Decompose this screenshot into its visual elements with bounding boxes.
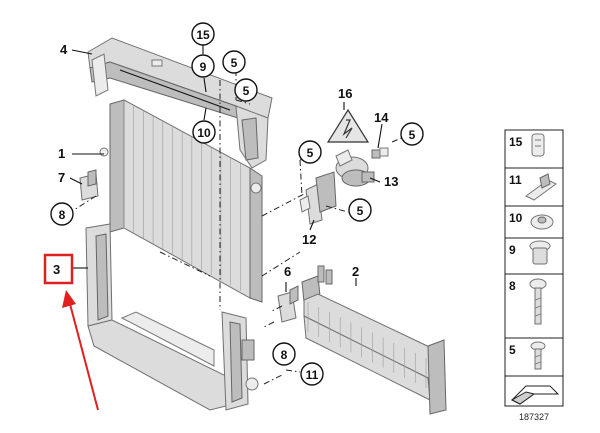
callout-circle-8a (50, 202, 74, 226)
hardware-legend: 15 11 10 9 8 (504, 129, 564, 422)
callout-5a: 5 (231, 56, 238, 70)
direction-arrow-icon (510, 385, 560, 405)
rubber-mount-icon (530, 214, 554, 230)
holder-part-12 (299, 171, 337, 225)
callout-14: 14 (374, 110, 389, 125)
callout-5e: 5 (357, 204, 364, 218)
callout-9: 9 (200, 60, 207, 74)
legend-label-15: 15 (509, 135, 523, 149)
callout-circle-5a (222, 50, 246, 74)
callout-1: 1 (58, 146, 65, 161)
screw-icon (530, 341, 546, 370)
callout-labels: 4 1 7 6 2 16 14 13 12 15 9 5 5 10 8 5 5 … (50, 22, 424, 386)
warning-label-part-16 (326, 108, 370, 143)
callout-5b: 5 (243, 84, 250, 98)
callout-16: 16 (338, 86, 352, 101)
grommet-icon (529, 240, 551, 265)
callout-13: 13 (384, 174, 398, 189)
spring-clip-icon (525, 173, 557, 201)
callout-8a: 8 (59, 208, 66, 222)
bolt-icon (529, 278, 547, 325)
legend-label-10: 10 (509, 211, 523, 225)
callout-7: 7 (58, 170, 65, 185)
callout-6: 6 (284, 264, 291, 279)
legend-label-8: 8 (509, 279, 516, 293)
legend-label-5: 5 (509, 343, 516, 357)
callout-circle-10 (192, 120, 216, 144)
callout-circle-5b (234, 78, 258, 102)
bracket-part-7 (79, 169, 99, 201)
legend-label-11: 11 (509, 173, 522, 187)
pump-part-13 (335, 149, 375, 187)
callout-11: 11 (306, 368, 319, 382)
legend-cell-8 (504, 273, 564, 339)
callout-15: 15 (196, 28, 210, 42)
bracket-part-6 (277, 285, 299, 323)
callout-circle-5c (298, 140, 322, 164)
callout-3: 3 (53, 262, 60, 277)
callout-12: 12 (302, 232, 316, 247)
reference-number: 187327 (519, 412, 549, 422)
upper-carrier-part (87, 37, 273, 169)
callout-circle-8b (272, 342, 296, 366)
connector-part-14 (371, 147, 389, 159)
callout-circle-5d (400, 122, 424, 146)
highlight: 3 (43, 253, 99, 411)
callout-circle-15 (191, 22, 215, 46)
callout-5c: 5 (307, 146, 314, 160)
callout-10: 10 (197, 126, 211, 140)
highlight-box (43, 253, 74, 285)
frame-part (85, 223, 259, 411)
highlight-arrow (69, 303, 99, 411)
callout-circle-5e (348, 198, 372, 222)
radiator-part (99, 99, 263, 303)
callout-circle-11 (300, 362, 324, 386)
auxiliary-radiator-part (301, 265, 447, 415)
callout-4: 4 (60, 42, 68, 57)
callout-circle-9 (191, 54, 215, 78)
callout-8b: 8 (281, 348, 288, 362)
clip-icon (531, 133, 545, 157)
legend-label-9: 9 (509, 243, 516, 257)
callout-2: 2 (352, 264, 359, 279)
callout-5d: 5 (409, 128, 416, 142)
highlight-arrowhead (62, 290, 76, 308)
